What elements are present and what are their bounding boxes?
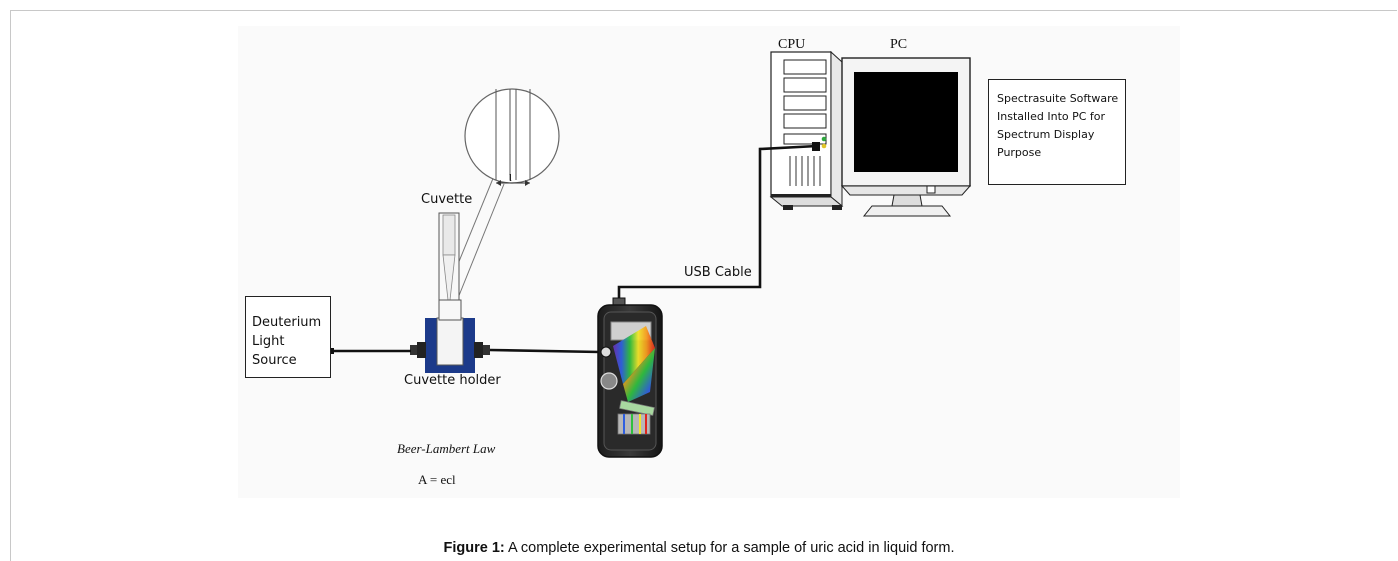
spectrometer-icon	[597, 304, 663, 458]
software-line-1: Spectrasuite Software	[997, 92, 1119, 105]
law-title: Beer-Lambert Law	[397, 441, 496, 456]
software-line-2: Installed Into PC for	[997, 110, 1106, 123]
law-equation: A = ecl	[418, 472, 456, 487]
cuvette-label: Cuvette	[421, 192, 473, 207]
page-frame	[10, 10, 1397, 561]
caption-text: A complete experimental setup for a samp…	[504, 540, 955, 556]
cuvette-holder-label: Cuvette holder	[404, 373, 501, 388]
path-length-label: l	[509, 172, 513, 184]
light-source-line-1: Deuterium	[252, 315, 322, 330]
cpu-label: CPU	[778, 37, 806, 52]
figure-caption: Figure 1: A complete experimental setup …	[0, 540, 1398, 556]
light-source-box: Deuterium Light Source	[245, 296, 331, 378]
usb-cable-label: USB Cable	[684, 265, 752, 280]
software-line-3: Spectrum Display	[997, 128, 1095, 141]
cpu-tower-icon	[769, 50, 844, 210]
light-source-line-2: Light Source	[252, 334, 297, 368]
software-line-4: Purpose	[997, 146, 1042, 159]
caption-label: Figure 1:	[443, 540, 505, 556]
fiber-holder-to-spectrometer	[489, 348, 601, 354]
pc-label: PC	[890, 37, 908, 52]
cuvette-icon	[438, 212, 460, 304]
monitor-icon	[840, 57, 972, 217]
software-note-box: Spectrasuite Software Installed Into PC …	[988, 79, 1126, 185]
cuvette-holder-icon	[410, 299, 490, 373]
